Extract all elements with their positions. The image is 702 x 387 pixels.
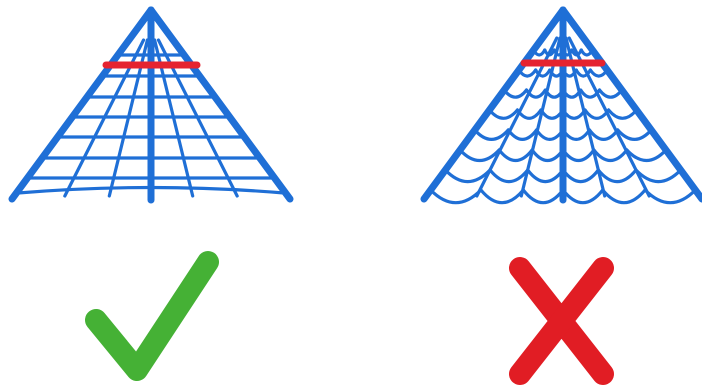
sagging-rope xyxy=(431,190,481,203)
sagging-rope xyxy=(460,150,499,161)
sagging-rope xyxy=(563,150,594,161)
cross-icon xyxy=(520,268,603,374)
sagging-rope xyxy=(528,170,563,182)
sagging-rope xyxy=(481,190,523,203)
sagging-rope xyxy=(489,110,517,118)
sagging-rope xyxy=(598,170,636,182)
sagging-rope xyxy=(609,110,637,118)
sagging-rope xyxy=(499,150,532,161)
sagging-rope xyxy=(490,170,528,182)
sagging-rope xyxy=(508,130,536,139)
sagging-rope xyxy=(563,170,598,182)
sagging-rope xyxy=(563,130,589,139)
sagging-rope xyxy=(589,130,617,139)
rope-pyramid-incorrect xyxy=(424,10,702,203)
sagging-rope xyxy=(537,130,563,139)
sagging-rope xyxy=(532,150,563,161)
sagging-rope xyxy=(594,150,627,161)
rope-pyramid-correct xyxy=(12,10,290,200)
sagging-rope xyxy=(627,150,666,161)
sagging-rope xyxy=(523,190,563,203)
sagging-rope xyxy=(618,130,652,139)
check-icon xyxy=(96,262,208,370)
sagging-rope xyxy=(645,190,695,203)
sagging-rope xyxy=(563,190,603,203)
sagging-rope xyxy=(475,130,509,139)
sagging-rope xyxy=(603,190,645,203)
